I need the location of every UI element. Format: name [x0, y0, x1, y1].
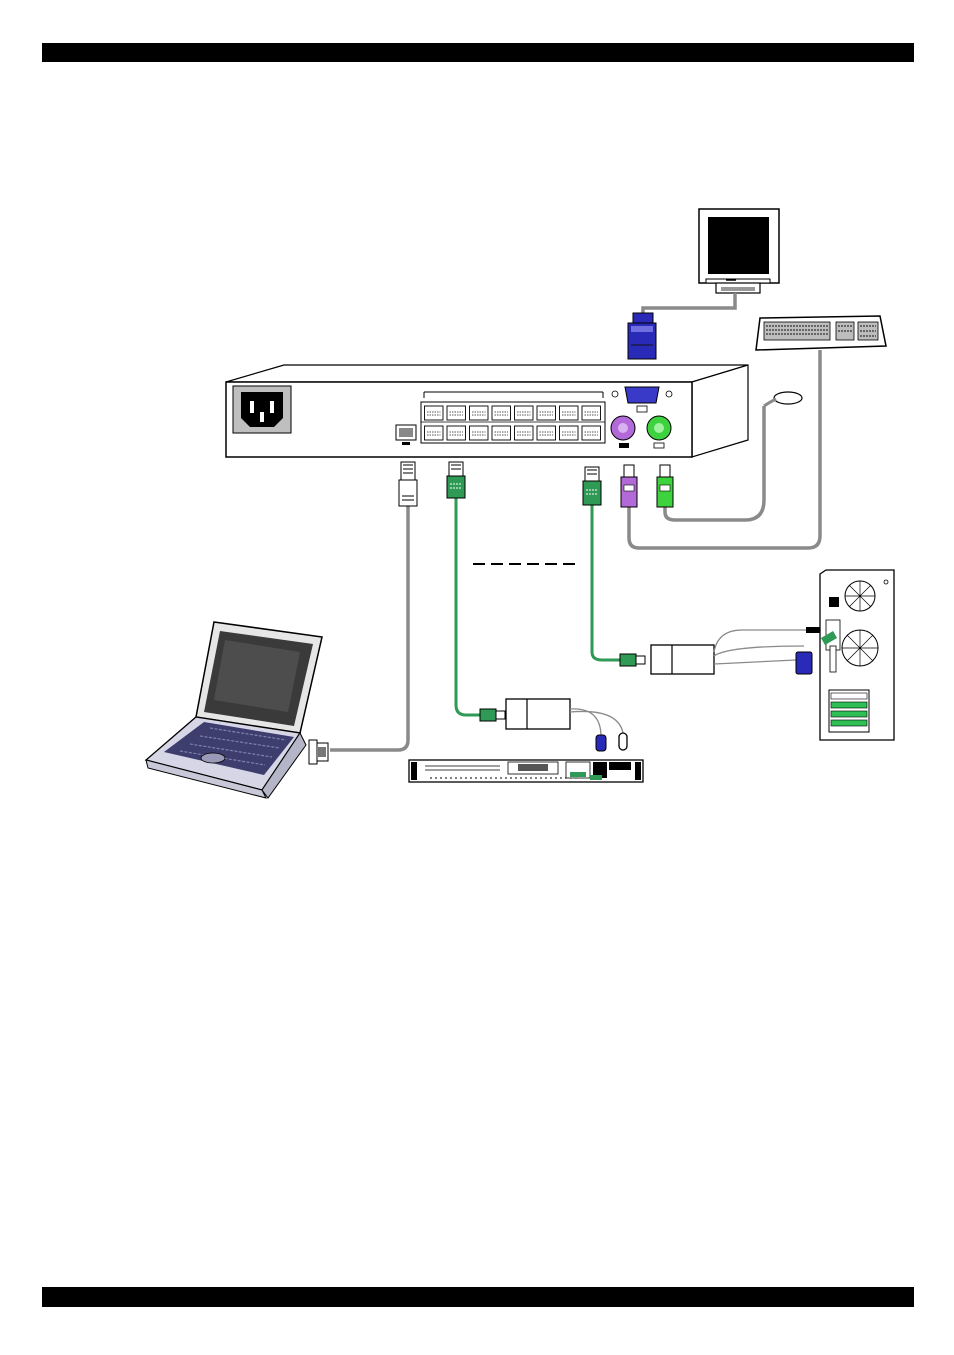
rj45-port-icon [537, 406, 556, 420]
ps2-keyboard-plug-icon [621, 465, 637, 507]
vga-plug-icon [596, 735, 606, 751]
rj45-port-icon [582, 406, 601, 420]
rj45-plug-icon [447, 462, 465, 498]
laptop-console-cable [330, 505, 408, 750]
ps2-plug-icon [806, 627, 820, 633]
serial-connector-icon [309, 740, 328, 764]
rj45-port-icon [425, 426, 444, 440]
kvm-switch-icon [226, 365, 748, 457]
rj45-port-icon [447, 406, 466, 420]
rack-server-icon [409, 760, 643, 782]
ps2-mouse-plug-icon [657, 465, 673, 507]
rj45-port-icon [447, 426, 466, 440]
rj45-port-icon [537, 426, 556, 440]
mouse-icon [764, 392, 802, 406]
rj45-port-icon [470, 426, 489, 440]
rj45-plug-icon [583, 467, 601, 505]
rj45-port-icon [515, 426, 534, 440]
monitor-cable [643, 293, 735, 318]
vga-plug-icon [628, 313, 656, 359]
footer-bar [42, 1287, 914, 1307]
vga-plug-icon [796, 652, 812, 674]
adapter-dongle-icon [506, 699, 570, 729]
tower-pc-cable [592, 505, 620, 660]
rj45-port-icon [425, 406, 444, 420]
rack-server-cable [456, 497, 480, 715]
rj45-port-icon [470, 406, 489, 420]
power-socket-icon [233, 386, 291, 433]
adapter-dongle-icon [651, 645, 714, 674]
rj45-port-icon [582, 426, 601, 440]
tower-pc-icon [820, 570, 894, 740]
rj45-plug-icon [399, 462, 417, 506]
rj45-plug-icon [620, 654, 645, 666]
rj45-port-icon [560, 426, 579, 440]
rj45-port-icon [492, 426, 511, 440]
ps2-plug-icon [619, 733, 627, 750]
laptop-icon [146, 622, 322, 798]
monitor-icon [699, 209, 779, 293]
rj45-port-icon [515, 406, 534, 420]
keyboard-icon [756, 316, 886, 350]
rj45-plug-icon [480, 709, 505, 721]
rj45-port-icon [492, 406, 511, 420]
rj45-port-icon [560, 406, 579, 420]
